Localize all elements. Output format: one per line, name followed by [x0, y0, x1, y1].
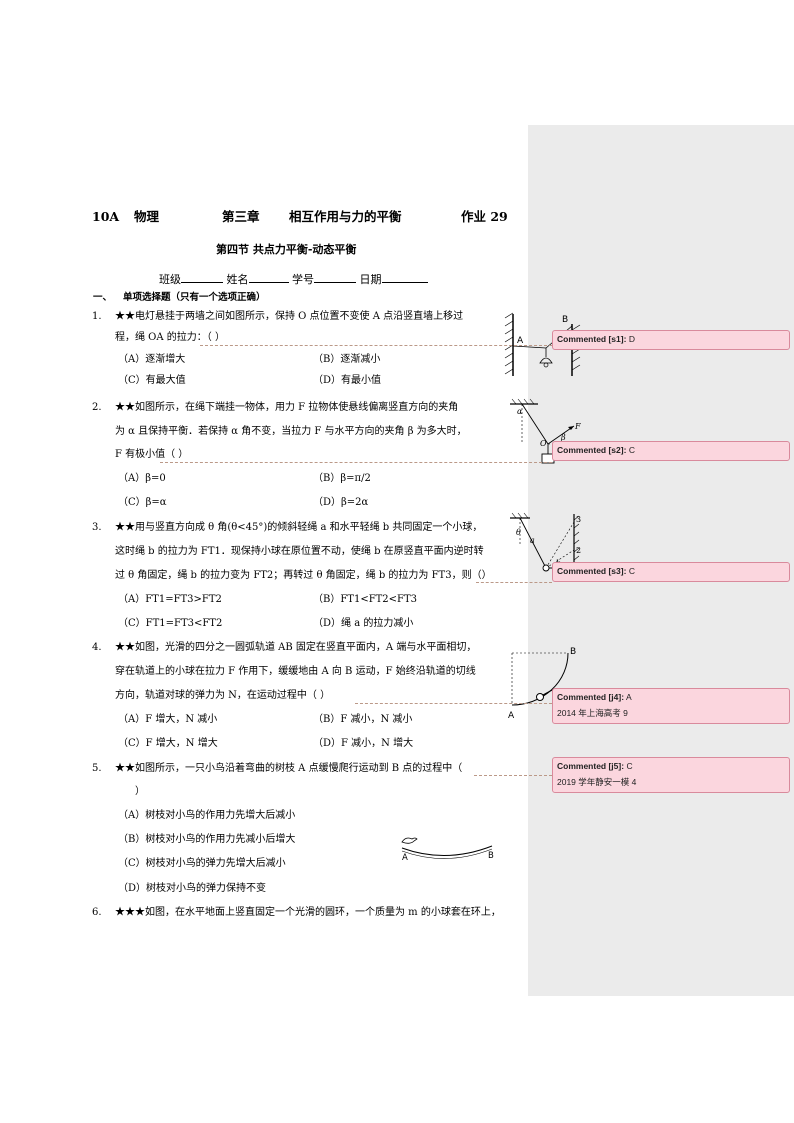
comment-s2[interactable]: Commented [s2]: C	[552, 441, 790, 461]
q4-option-d: （D）F 减小，N 增大	[313, 738, 414, 749]
student-info-row: 班级 姓名 学号 日期	[159, 274, 428, 286]
q4-line2: 穿在轨道上的小球在拉力 F 作用下，缓缓地由 A 向 B 运动，F 始终沿轨道的…	[115, 666, 476, 677]
chapter-label: 第三章	[222, 209, 260, 224]
comment-s2-label: Commented [s2]:	[557, 445, 627, 455]
q5-line1: ★★如图所示，一只小鸟沿着弯曲的树枝 A 点缓慢爬行运动到 B 点的过程中（	[115, 763, 463, 774]
class-field[interactable]	[181, 282, 223, 283]
comment-j5-text: C	[626, 761, 633, 771]
chapter-title: 相互作用与力的平衡	[289, 209, 402, 224]
q5-label-b: B	[488, 851, 494, 861]
comment-connector-5	[474, 775, 552, 776]
section1-number: 一、	[93, 292, 113, 303]
q4-label-a: A	[508, 711, 515, 721]
q2-label-beta: β	[561, 433, 566, 442]
q2-label-alpha: α	[517, 407, 523, 416]
q2-line3: F 有极小值（ ）	[115, 449, 189, 460]
document-page	[0, 0, 528, 1123]
q2-label-f: F	[575, 422, 581, 431]
comment-j4-text: A	[625, 692, 632, 702]
q2-option-b: （B）β=π/2	[313, 473, 371, 484]
comment-s1-text: D	[628, 334, 635, 344]
q3-line1: ★★用与竖直方向成 θ 角(θ<45°)的倾斜轻绳 a 和水平轻绳 b 共同固定…	[115, 522, 483, 533]
q3-line2: 这时绳 b 的拉力为 FT1．现保持小球在原位置不动，使绳 b 在原竖直平面内逆…	[115, 546, 484, 557]
q3-line3: 过 θ 角固定，绳 b 的拉力变为 FT2；再转过 θ 角固定，绳 b 的拉力为…	[115, 570, 492, 581]
q4-number: 4.	[92, 642, 102, 653]
number-field[interactable]	[314, 282, 356, 283]
q3-option-c: （C）FT1=FT3<FT2	[118, 618, 223, 629]
q3-number: 3.	[92, 522, 102, 533]
q3-label-a: a	[530, 536, 535, 545]
date-label: 日期	[359, 273, 382, 286]
class-label: 班级	[159, 273, 181, 286]
q1-figure	[504, 312, 581, 376]
q4-line3: 方向，轨道对球的弹力为 N，在运动过程中（ ）	[115, 690, 331, 701]
q2-option-a: （A）β=0	[118, 473, 166, 484]
q4-option-a: （A）F 增大，N 减小	[118, 714, 218, 725]
q4-label-b: B	[570, 647, 577, 657]
q1-number: 1.	[92, 311, 102, 322]
name-label: 姓名	[226, 273, 249, 286]
comment-j4-note: 2014 年上海高考 9	[557, 708, 628, 718]
comment-j4-label: Commented [j4]:	[557, 692, 625, 702]
section-title: 第四节 共点力平衡-动态平衡	[216, 243, 357, 256]
comment-connector-1	[200, 345, 552, 346]
comment-j5-note: 2019 学年静安一模 4	[557, 777, 637, 787]
q1-option-a: （A）逐渐增大	[118, 354, 186, 365]
q1-label-b: B	[562, 315, 569, 325]
q4-figure	[511, 652, 569, 706]
comment-connector-4	[355, 703, 552, 704]
comment-s2-text: C	[628, 445, 635, 455]
q3-option-b: （B）FT1<FT2<FT3	[313, 594, 418, 605]
q2-option-c: （C）β=α	[118, 497, 167, 508]
comment-j5[interactable]: Commented [j5]: C 2019 学年静安一模 4	[552, 757, 790, 793]
section1-title: 单项选择题（只有一个选项正确）	[123, 292, 266, 303]
q5-figure	[401, 837, 493, 859]
q2-number: 2.	[92, 402, 102, 413]
q1-option-c: （C）有最大值	[118, 375, 186, 386]
q1-line2: 程，绳 OA 的拉力：（ ）	[115, 332, 225, 343]
q6-line1: ★★★如图，在水平地面上竖直固定一个光滑的圆环，一个质量为 m 的小球套在环上，	[115, 907, 501, 918]
homework-label: 作业 29	[461, 209, 508, 224]
q1-line1: ★★电灯悬挂于两墙之间如图所示，保持 O 点位置不变使 A 点沿竖直墙上移过	[115, 311, 464, 322]
q3-option-d: （D）绳 a 的拉力减小	[313, 618, 414, 629]
number-label: 学号	[292, 273, 314, 286]
q6-number: 6.	[92, 907, 102, 918]
q1-label-a: A	[517, 336, 524, 346]
comment-s1[interactable]: Commented [s1]: D	[552, 330, 790, 350]
q3-label-3: 3	[576, 515, 582, 524]
q5-option-d: （D）树枝对小鸟的弹力保持不变	[118, 883, 267, 894]
comment-j5-label: Commented [j5]:	[557, 761, 625, 771]
q3-label-theta: θ	[516, 528, 521, 537]
q5-label-a: A	[402, 853, 408, 863]
comment-s1-label: Commented [s1]:	[557, 334, 627, 344]
q2-label-o: O	[540, 439, 547, 448]
comment-connector-3	[476, 582, 552, 583]
grade-label: 10A	[92, 209, 120, 224]
q5-line2: ）	[135, 786, 145, 797]
comment-margin-pane	[528, 125, 794, 996]
comment-connector-2	[160, 462, 552, 463]
q4-line1: ★★如图，光滑的四分之一圆弧轨道 AB 固定在竖直平面内，A 端与水平面相切，	[115, 642, 477, 653]
q3-label-2: 2	[576, 546, 582, 555]
q4-option-c: （C）F 增大，N 增大	[118, 738, 218, 749]
q5-option-b: （B）树枝对小鸟的作用力先减小后增大	[118, 834, 296, 845]
q2-line1: ★★如图所示，在绳下端挂一物体，用力 F 拉物体使悬线偏离竖直方向的夹角	[115, 402, 459, 413]
comment-j4[interactable]: Commented [j4]: A 2014 年上海高考 9	[552, 688, 790, 724]
subject-label: 物理	[134, 209, 160, 224]
q5-option-a: （A）树枝对小鸟的作用力先增大后减小	[118, 810, 296, 821]
name-field[interactable]	[248, 282, 289, 283]
q5-number: 5.	[92, 763, 102, 774]
comment-s3-label: Commented [s3]:	[557, 566, 627, 576]
q3-option-a: （A）FT1=FT3>FT2	[118, 594, 222, 605]
q1-option-b: （B）逐渐减小	[313, 354, 381, 365]
comment-s3[interactable]: Commented [s3]: C	[552, 562, 790, 582]
q2-line2: 为 α 且保持平衡．若保持 α 角不变，当拉力 F 与水平方向的夹角 β 为多大…	[115, 426, 467, 437]
q4-option-b: （B）F 减小，N 减小	[313, 714, 413, 725]
comment-s3-text: C	[628, 566, 635, 576]
q1-option-d: （D）有最小值	[313, 375, 382, 386]
q2-option-d: （D）β=2α	[313, 497, 369, 508]
q5-option-c: （C）树枝对小鸟的弹力先增大后减小	[118, 858, 286, 869]
date-field[interactable]	[381, 282, 428, 283]
